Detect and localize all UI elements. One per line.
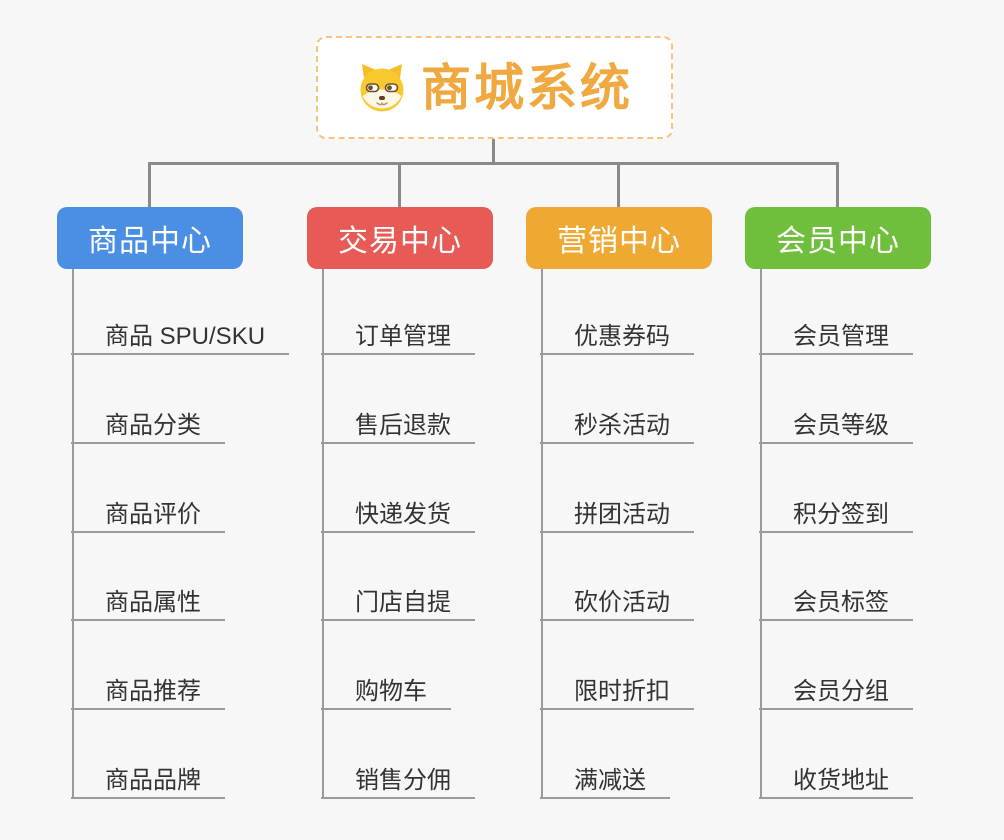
root-node-title: 商城系统 <box>421 59 633 116</box>
branch-marketing-center: 营销中心 优惠券码 秒杀活动 拼团活动 砍价活动 限时折扣 满减送 <box>526 207 712 807</box>
child-topic[interactable]: 商品评价 <box>71 499 225 533</box>
connector-drop-product <box>148 162 151 208</box>
child-topic[interactable]: 满减送 <box>540 765 670 799</box>
child-topic[interactable]: 售后退款 <box>321 410 475 444</box>
connector-horizontal-bar <box>148 162 839 165</box>
child-topic[interactable]: 拼团活动 <box>540 499 694 533</box>
child-topic[interactable]: 门店自提 <box>321 587 475 621</box>
connector-drop-member <box>836 162 839 208</box>
child-topic[interactable]: 商品品牌 <box>71 765 225 799</box>
child-topic[interactable]: 会员管理 <box>759 321 913 355</box>
child-topic[interactable]: 订单管理 <box>321 321 475 355</box>
branch-member-center: 会员中心 会员管理 会员等级 积分签到 会员标签 会员分组 收货地址 <box>745 207 931 807</box>
child-topic[interactable]: 商品推荐 <box>71 676 225 710</box>
child-topic[interactable]: 销售分佣 <box>321 765 475 799</box>
child-topic[interactable]: 优惠券码 <box>540 321 694 355</box>
child-topic[interactable]: 积分签到 <box>759 499 913 533</box>
branch-vertical-line <box>322 269 324 799</box>
child-topic[interactable]: 商品分类 <box>71 410 225 444</box>
branch-product-center: 商品中心 商品 SPU/SKU 商品分类 商品评价 商品属性 商品推荐 商品品牌 <box>57 207 290 807</box>
branch-node-trade-center[interactable]: 交易中心 <box>307 207 493 269</box>
connector-drop-marketing <box>617 162 620 208</box>
branch-trade-center: 交易中心 订单管理 售后退款 快递发货 门店自提 购物车 销售分佣 <box>307 207 493 807</box>
child-topic[interactable]: 快递发货 <box>321 499 475 533</box>
root-node-mall-system[interactable]: 商城系统 <box>316 36 673 139</box>
child-topic[interactable]: 购物车 <box>321 676 451 710</box>
child-topic[interactable]: 会员分组 <box>759 676 913 710</box>
connector-drop-trade <box>398 162 401 208</box>
child-topic[interactable]: 限时折扣 <box>540 676 694 710</box>
branch-node-member-center[interactable]: 会员中心 <box>745 207 931 269</box>
child-topic[interactable]: 商品属性 <box>71 587 225 621</box>
child-topic[interactable]: 会员标签 <box>759 587 913 621</box>
child-topic[interactable]: 秒杀活动 <box>540 410 694 444</box>
child-topic[interactable]: 会员等级 <box>759 410 913 444</box>
branch-vertical-line <box>72 269 74 799</box>
dog-face-icon <box>360 63 404 111</box>
child-topic[interactable]: 砍价活动 <box>540 587 694 621</box>
connector-root-stub <box>492 139 495 163</box>
branch-node-marketing-center[interactable]: 营销中心 <box>526 207 712 269</box>
branch-vertical-line <box>760 269 762 799</box>
branch-node-product-center[interactable]: 商品中心 <box>57 207 243 269</box>
child-topic[interactable]: 商品 SPU/SKU <box>71 321 290 355</box>
child-topic[interactable]: 收货地址 <box>759 765 913 799</box>
branch-vertical-line <box>541 269 543 799</box>
